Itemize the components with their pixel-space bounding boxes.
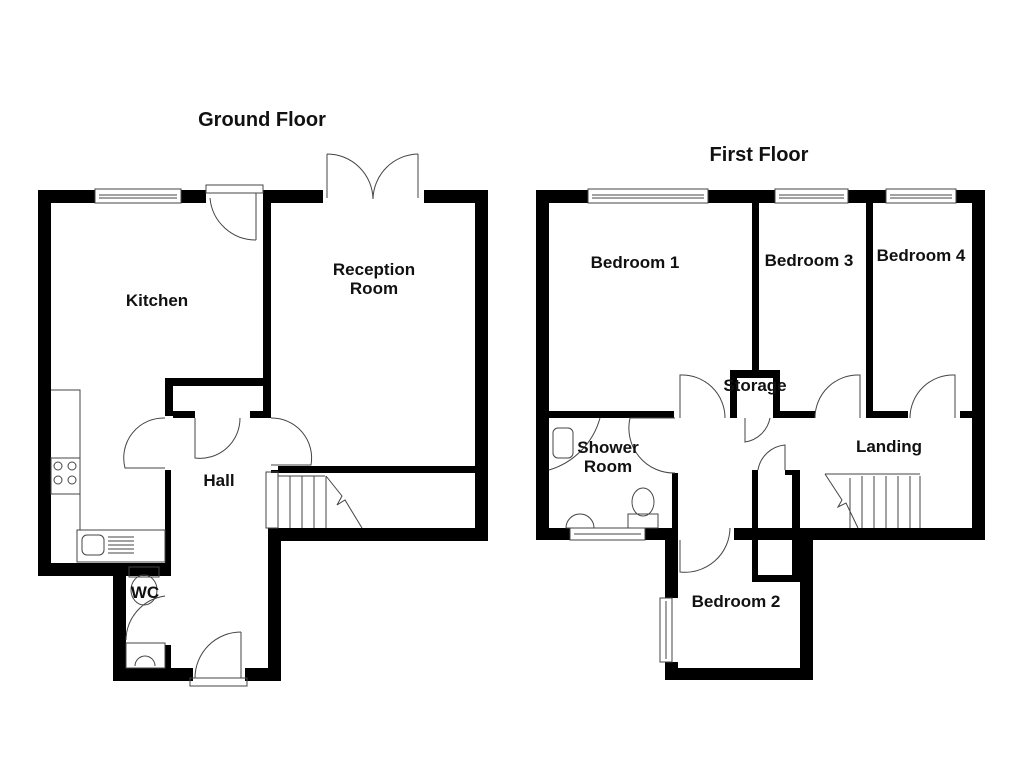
room-label-shower-line2: Room	[583, 457, 633, 476]
room-label-reception: Reception Room	[320, 260, 428, 298]
ground-floor-walls	[38, 190, 488, 681]
room-label-bedroom-2: Bedroom 2	[691, 592, 781, 611]
room-label-wc: WC	[130, 583, 160, 602]
first-floor-walls	[536, 190, 985, 680]
room-label-shower-line1: Shower	[577, 438, 639, 457]
room-label-storage: Storage	[723, 376, 787, 395]
room-label-landing: Landing	[855, 437, 923, 456]
first-floor-fixtures	[548, 188, 957, 663]
room-label-shower-room: Shower Room	[566, 438, 650, 476]
ground-floor-title: Ground Floor	[198, 109, 326, 131]
room-label-kitchen: Kitchen	[125, 291, 189, 310]
room-label-reception-line2: Room	[349, 279, 399, 298]
room-label-bedroom-4: Bedroom 4	[876, 246, 966, 265]
room-label-reception-line1: Reception	[332, 260, 416, 279]
room-label-bedroom-3: Bedroom 3	[764, 251, 854, 270]
ground-floor-fixtures	[50, 153, 419, 687]
first-floor-title: First Floor	[709, 144, 809, 166]
room-label-hall: Hall	[203, 471, 235, 490]
room-label-bedroom-1: Bedroom 1	[590, 253, 680, 272]
